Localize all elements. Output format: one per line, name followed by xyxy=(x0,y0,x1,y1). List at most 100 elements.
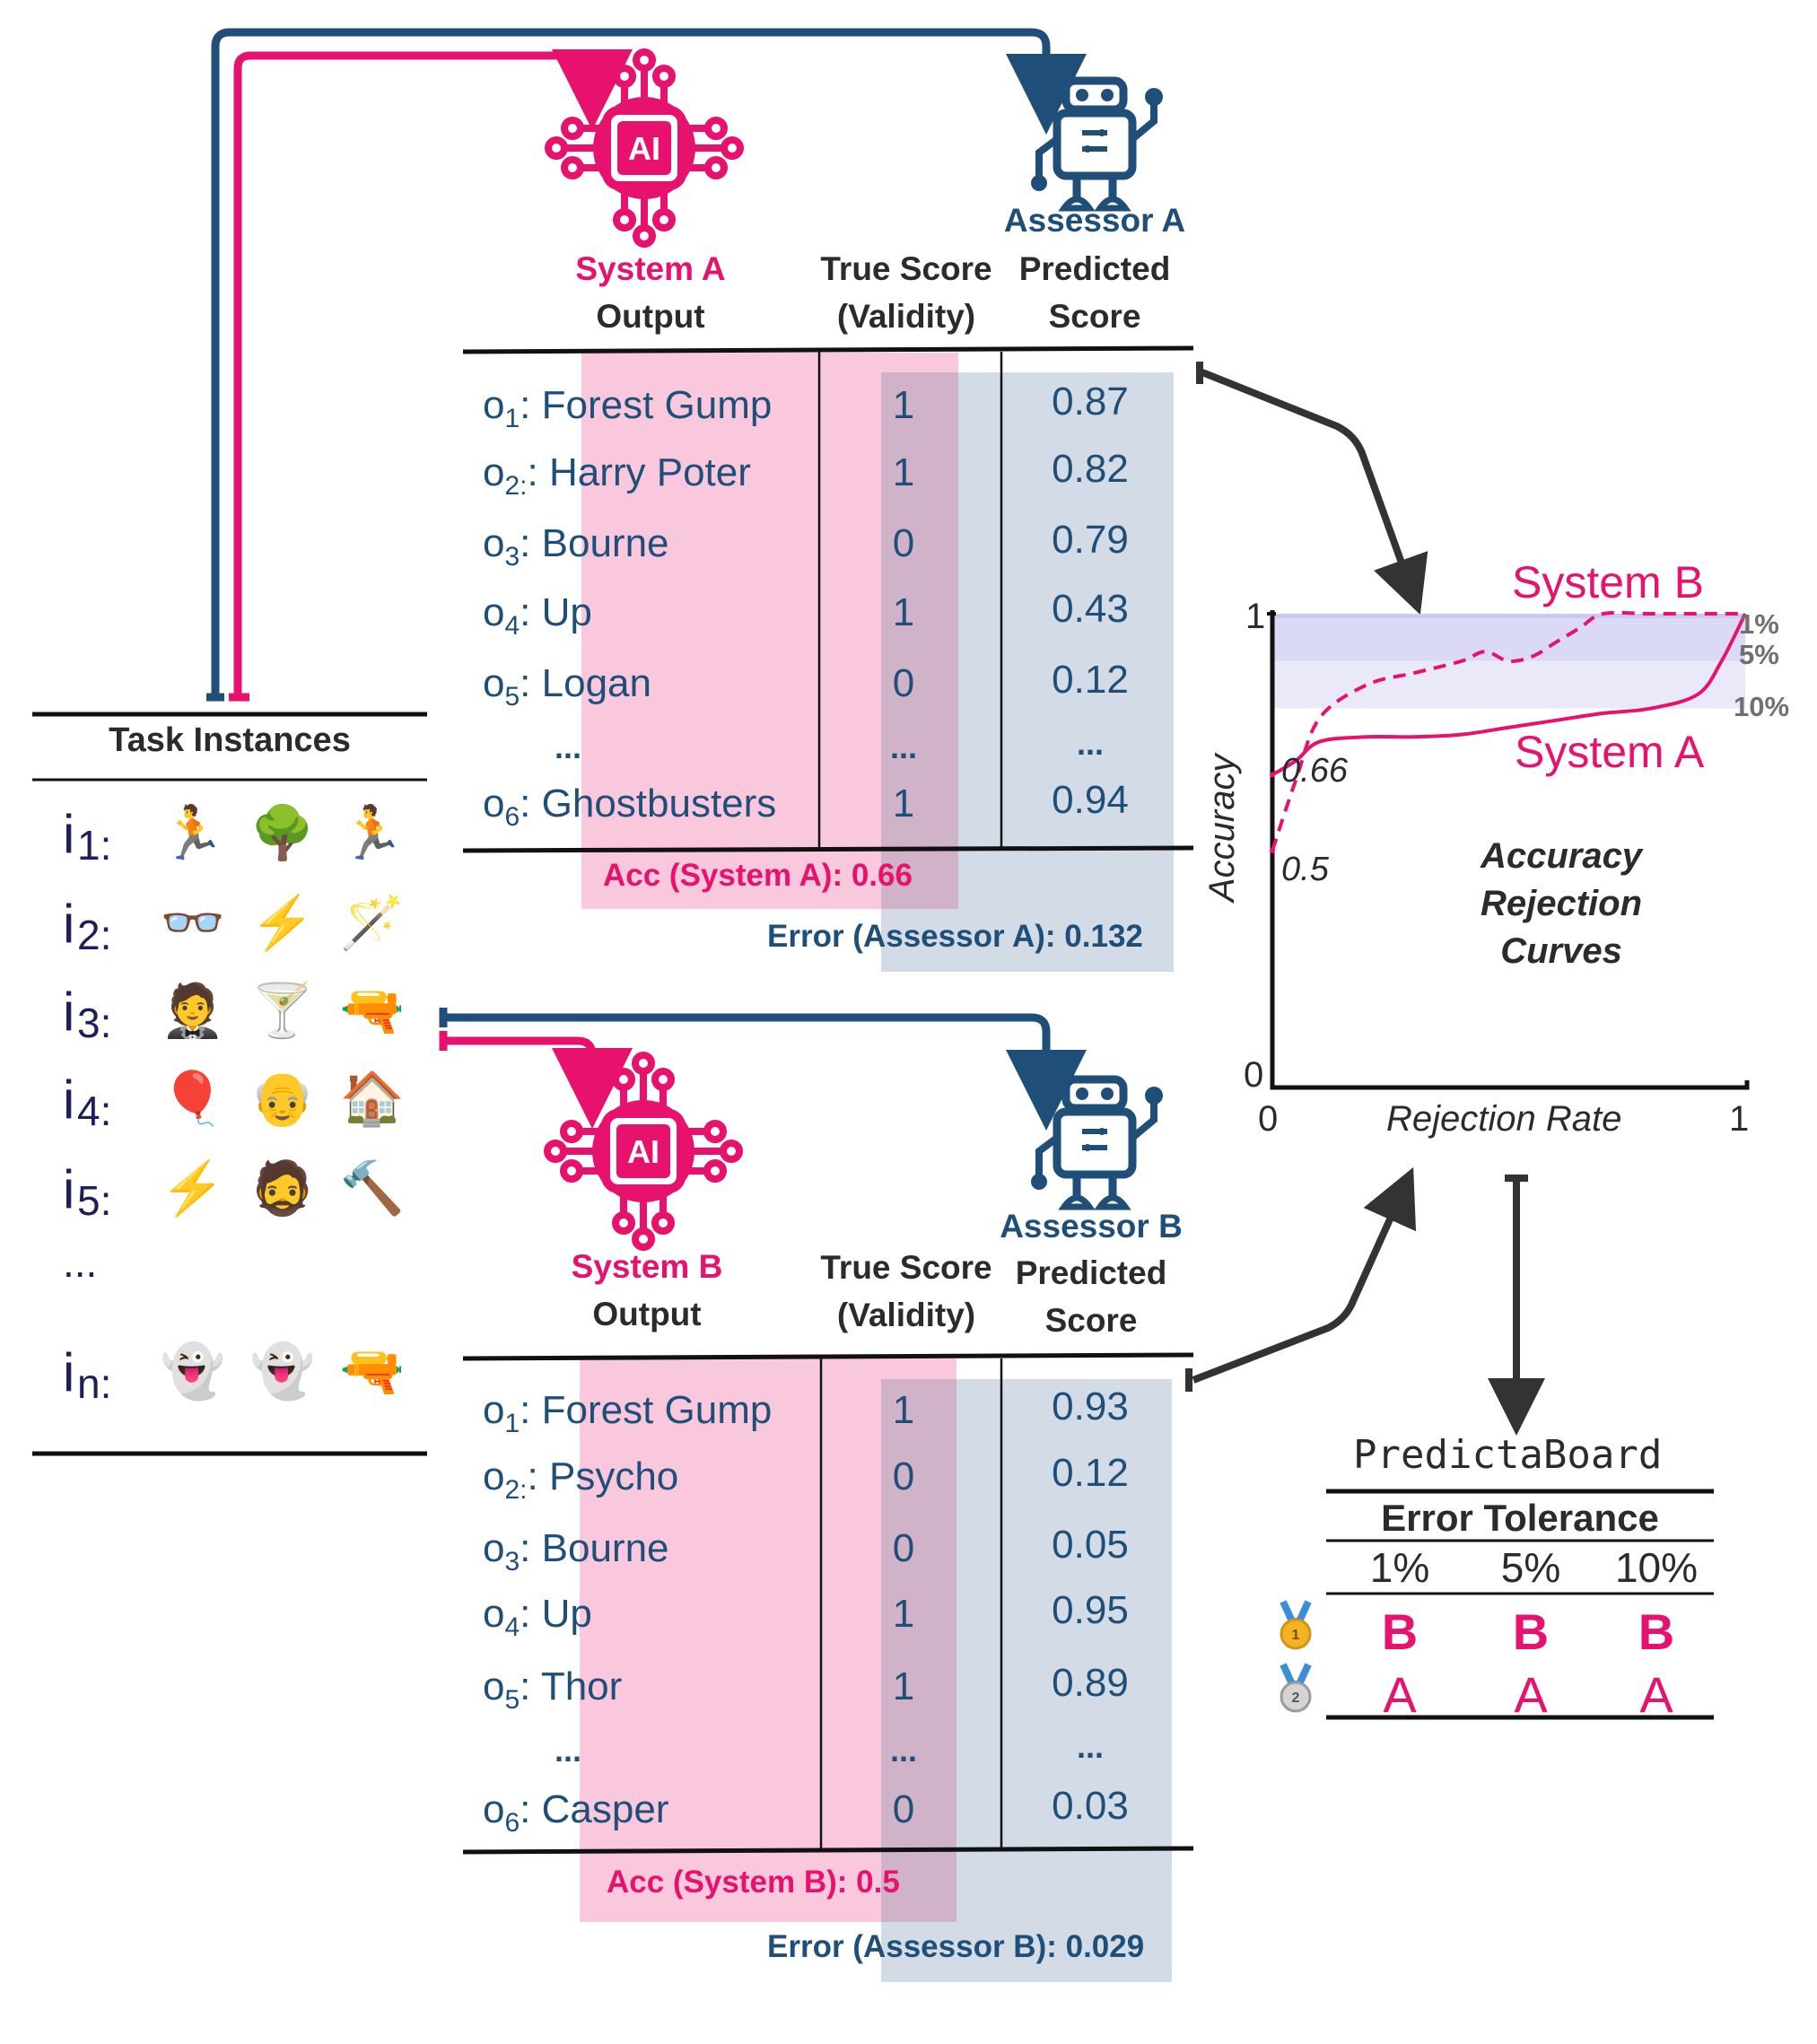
arrow-assessor-a-to-chart xyxy=(1201,369,1428,616)
output-index: 5 xyxy=(504,681,520,712)
tree-icon: 🌳 xyxy=(249,804,316,862)
output-row-title: o1: Forest Gump xyxy=(483,383,772,434)
ai-chip-label-a: AI xyxy=(628,130,660,167)
person-tuxedo-icon: 🤵 xyxy=(160,982,226,1040)
output-row-title: o6: Ghostbusters xyxy=(483,782,776,833)
glasses-icon: 👓 xyxy=(160,894,226,952)
system-a-output-label: Output xyxy=(596,298,705,335)
water-gun-icon: 🔫 xyxy=(339,982,406,1040)
predicted-score-cell: 0.12 xyxy=(1052,1451,1129,1495)
arrow-task-to-system-b xyxy=(443,1036,633,1129)
hammer-icon: 🔨 xyxy=(339,1159,406,1218)
true-score-cell: ... xyxy=(889,1732,917,1769)
true-score-cell: 0 xyxy=(892,1526,915,1570)
output-index: 2: xyxy=(504,470,528,501)
output-prefix: o xyxy=(483,450,505,494)
predictaboard-title: PredictaBoard xyxy=(1353,1432,1663,1478)
output-title: : Psycho xyxy=(527,1454,679,1498)
medal-1-label: 1 xyxy=(1292,1628,1300,1643)
task-instance-index: 3: xyxy=(77,1000,112,1046)
series-start-point xyxy=(1270,848,1275,853)
output-index: 4 xyxy=(504,610,520,641)
output-index: 3 xyxy=(504,1546,520,1577)
true-score-cell: 1 xyxy=(892,450,915,494)
output-prefix: o xyxy=(483,1592,505,1636)
output-prefix: o xyxy=(483,782,505,825)
task-instance-index: 5: xyxy=(77,1177,112,1224)
ghost-icon: 👻 xyxy=(160,1342,226,1401)
output-title: ... xyxy=(555,729,582,765)
task-instance-label: i xyxy=(63,894,75,954)
tolerance-band-10pct xyxy=(1272,660,1745,709)
output-index: 1 xyxy=(504,1408,520,1438)
rank-2-cell: A xyxy=(1639,1666,1673,1723)
tolerance-band-5pct xyxy=(1272,618,1745,661)
water-gun-icon: 🔫 xyxy=(339,1342,406,1401)
error-tolerance-header: Error Tolerance xyxy=(1381,1497,1659,1539)
true-score-cell: 1 xyxy=(892,1388,915,1432)
output-index: 3 xyxy=(504,541,520,572)
old-man-icon: 👴 xyxy=(249,1070,316,1128)
predicted-score-cell: ... xyxy=(1076,725,1104,762)
output-prefix: o xyxy=(483,521,505,565)
band-label-10: 10% xyxy=(1734,691,1790,722)
error-label-b: Error (Assessor B): 0.029 xyxy=(767,1929,1145,1964)
robot-icon-b xyxy=(1031,1079,1163,1207)
system-a-name: System A xyxy=(575,250,726,287)
system-b-name: System B xyxy=(571,1248,723,1285)
predicted-score-cell: 0.93 xyxy=(1052,1385,1129,1428)
error-label-a: Error (Assessor A): 0.132 xyxy=(767,919,1143,954)
band-label-1: 1% xyxy=(1739,608,1779,640)
output-prefix: o xyxy=(483,383,505,427)
task-instance-label: i xyxy=(63,982,75,1042)
output-prefix: o xyxy=(483,661,505,705)
tolerance-band-1pct xyxy=(1272,614,1745,619)
output-prefix: o xyxy=(483,1454,505,1498)
series-label-system-b: System B xyxy=(1512,557,1704,607)
band-label-5: 5% xyxy=(1739,639,1779,670)
output-title: : Ghostbusters xyxy=(520,782,777,825)
task-instance-index: 2: xyxy=(77,912,112,958)
output-prefix: o xyxy=(483,1664,505,1708)
true-score-cell: 1 xyxy=(892,383,915,427)
predicted-score-cell: 0.43 xyxy=(1052,587,1129,631)
robot-icon-a xyxy=(1031,81,1163,208)
output-row-title: o4: Up xyxy=(483,1592,592,1643)
output-row-title: o3: Bourne xyxy=(483,521,669,572)
task-instance-label: i xyxy=(63,804,75,864)
true-score-cell: 0 xyxy=(892,521,915,565)
overlap-band-b xyxy=(881,1379,957,1922)
true-score-cell: 1 xyxy=(892,590,915,634)
output-index: 2: xyxy=(504,1474,528,1505)
true-score-cell: 0 xyxy=(892,1787,915,1831)
cocktail-icon: 🍸 xyxy=(249,982,316,1040)
true-score-cell: ... xyxy=(889,729,917,765)
lightning-icon: ⚡ xyxy=(160,1159,226,1218)
tolerance-column-header: 1% xyxy=(1369,1544,1430,1591)
output-index: 1 xyxy=(504,403,520,433)
true-score-label-a: True Score xyxy=(820,250,992,287)
output-title: ... xyxy=(555,1732,582,1769)
house-icon: 🏠 xyxy=(339,1070,406,1128)
arrow-assessor-b-to-chart xyxy=(1192,1166,1417,1384)
bearded-man-icon: 🧔 xyxy=(249,1159,316,1218)
assessor-b-name: Assessor B xyxy=(1000,1208,1183,1245)
predicted-score-cell: 0.79 xyxy=(1052,518,1129,562)
predicted-score-cell: 0.05 xyxy=(1052,1523,1129,1567)
chart-ylabel: Accuracy xyxy=(1202,754,1242,903)
arrow-task-to-assessor-a xyxy=(211,28,1087,697)
validity-label-b: (Validity) xyxy=(836,1297,976,1333)
chart-title-line-3: Curves xyxy=(1500,931,1622,971)
chart-title: Accuracy Rejection Curves xyxy=(1436,833,1687,975)
output-title: : Thor xyxy=(520,1664,623,1708)
rank-2-cell: A xyxy=(1383,1666,1417,1723)
predicted-score-cell: 0.95 xyxy=(1052,1588,1129,1632)
output-index: 6 xyxy=(504,801,520,832)
predicted-label-b: Predicted xyxy=(1015,1254,1167,1291)
output-title: : Bourne xyxy=(520,521,669,565)
output-row-title: ... xyxy=(555,1732,581,1769)
start-label-05: 0.5 xyxy=(1281,851,1329,888)
predicted-label-a: Predicted xyxy=(1018,250,1171,287)
output-title: : Up xyxy=(520,1592,592,1636)
